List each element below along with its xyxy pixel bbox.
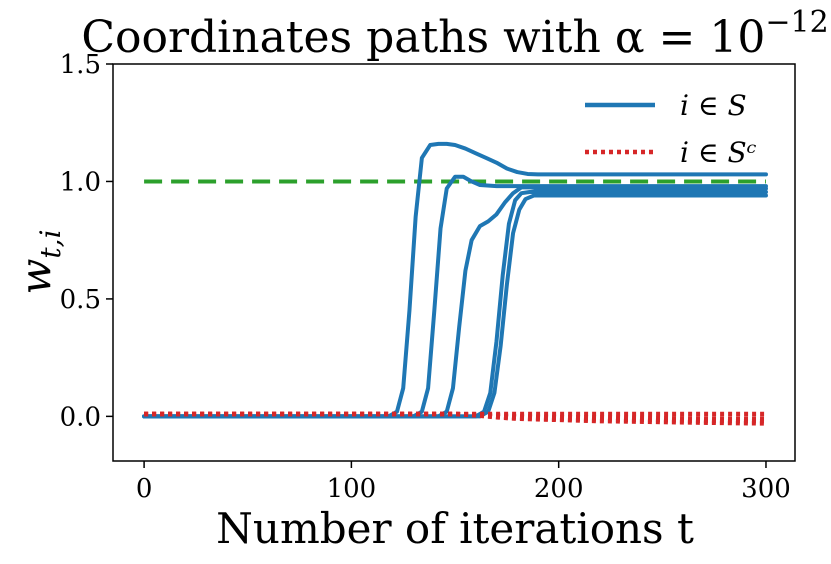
- y-tick-label-2: 1.0: [60, 167, 101, 197]
- legend: i ∈ S i ∈ Sᶜ: [585, 89, 757, 169]
- plot-area: [142, 141, 768, 426]
- x-tick-label-2: 200: [534, 474, 584, 504]
- series-in-s-line-0: [142, 141, 768, 419]
- series-in-s-line-2: [142, 185, 768, 419]
- chart-title: Coordinates paths with α = 10−12: [81, 5, 828, 63]
- y-axis-label-group: wt,i: [11, 229, 67, 294]
- y-tick-label-1: 0.5: [60, 285, 101, 315]
- y-axis-label-subscript: t,i: [34, 229, 67, 258]
- series-in-s-line-3: [142, 190, 768, 419]
- chart-title-exponent: −12: [765, 5, 828, 40]
- ticks-layer: 0 100 200 300 0.0 0.5 1.0 1.5: [60, 50, 791, 504]
- legend-label-1: i ∈ Sᶜ: [680, 136, 757, 169]
- y-tick-label-3: 1.5: [60, 50, 101, 80]
- x-axis-label: Number of iterations t: [216, 504, 694, 553]
- y-axis-label-main: w: [11, 259, 60, 295]
- series-in-s-line-1: [142, 174, 768, 419]
- legend-label-0: i ∈ S: [680, 89, 747, 122]
- x-tick-label-3: 300: [741, 474, 791, 504]
- chart-title-main: Coordinates paths with α = 10: [81, 12, 765, 63]
- series-in-sc-line-8: [144, 411, 767, 426]
- y-tick-label-0: 0.0: [60, 402, 101, 432]
- x-tick-label-0: 0: [136, 474, 153, 504]
- x-tick-label-1: 100: [327, 474, 377, 504]
- series-layer: [142, 141, 768, 426]
- y-axis-label: wt,i: [11, 229, 67, 294]
- series-in-s-line-4: [142, 193, 768, 419]
- axes-frame: [112, 63, 796, 462]
